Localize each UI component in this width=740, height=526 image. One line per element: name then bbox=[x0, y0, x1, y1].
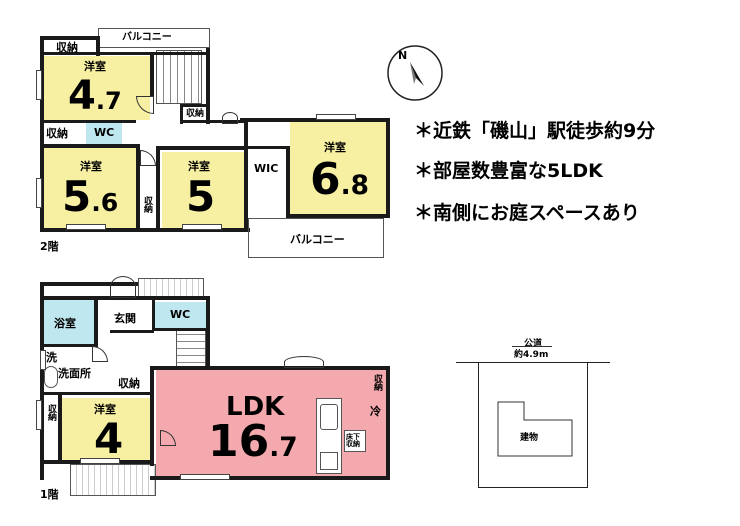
underfloor-storage bbox=[344, 430, 366, 452]
compass-icon bbox=[387, 45, 443, 101]
room-4 bbox=[62, 398, 150, 460]
note-1: ＊近鉄「磯山」駅徒歩約9分 bbox=[414, 120, 656, 142]
washbasin bbox=[44, 366, 58, 388]
sink bbox=[320, 404, 338, 430]
underfloor-label: 床下 収納 bbox=[346, 433, 360, 448]
wash-char: 洗 bbox=[46, 351, 57, 364]
lot-boundary bbox=[478, 362, 588, 488]
road-width: 約4.9m bbox=[514, 350, 549, 360]
road-label: 公道 bbox=[524, 339, 543, 349]
washroom-label: 洗面所 bbox=[58, 367, 91, 380]
storage-right-1f-label: 収納 bbox=[372, 374, 382, 390]
wc-1f bbox=[154, 302, 206, 328]
balcony-top-label: バルコニー bbox=[122, 32, 172, 43]
wc-1f-label: WC bbox=[170, 308, 191, 321]
entrance-label: 玄関 bbox=[114, 312, 136, 325]
ldk bbox=[156, 370, 386, 478]
room-4-7-label: 洋室 bbox=[84, 60, 106, 73]
fridge-label: 冷 bbox=[370, 405, 381, 418]
room-6-8-label: 洋室 bbox=[324, 141, 346, 154]
room-6-8-size: 6.8 bbox=[310, 154, 370, 205]
room-4-size: 4 bbox=[94, 414, 124, 463]
ldk-size: 16.7 bbox=[208, 416, 298, 467]
staircase-1f bbox=[176, 330, 206, 370]
ldk-label: LDK bbox=[226, 392, 285, 422]
room-6-8 bbox=[290, 122, 386, 216]
note-3: ＊南側にお庭スペースあり bbox=[414, 202, 640, 224]
stove bbox=[320, 452, 338, 470]
building-label: 建物 bbox=[520, 433, 539, 443]
bathroom-label: 浴室 bbox=[54, 317, 76, 330]
terrace bbox=[70, 464, 156, 496]
wic-label: WIC bbox=[254, 162, 279, 175]
floor1-label: 1階 bbox=[40, 488, 59, 501]
room-5-6-title: 洋室 bbox=[80, 160, 102, 173]
balcony-right bbox=[248, 218, 384, 258]
room-5 bbox=[162, 152, 244, 228]
road-dimension bbox=[512, 346, 552, 347]
room-4-label: 洋室 bbox=[94, 403, 116, 416]
storage-center-label: 収納 bbox=[118, 377, 140, 390]
balcony-right-label: バルコニー bbox=[290, 233, 345, 246]
building-footprint bbox=[497, 401, 573, 457]
compass: N bbox=[386, 44, 444, 102]
floor2-label: 2階 bbox=[40, 240, 59, 253]
room-5-label: 洋室 bbox=[188, 160, 210, 173]
bathroom bbox=[44, 300, 94, 344]
wc-2f bbox=[86, 122, 122, 144]
staircase-2f bbox=[156, 50, 202, 104]
room-4-7-size: 4.7 bbox=[68, 73, 122, 119]
compass-north: N bbox=[398, 49, 408, 62]
storage-mid-label: 収納 bbox=[186, 109, 205, 119]
note-2: ＊部屋数豊富な5LDK bbox=[414, 160, 603, 182]
storage-left-1f-label: 収納 bbox=[46, 404, 56, 420]
room-5-6 bbox=[42, 148, 138, 230]
storage-left-label: 収納 bbox=[46, 127, 68, 140]
storage-closet-label: 収納 bbox=[142, 196, 152, 212]
storage-top-label: 収納 bbox=[56, 41, 78, 54]
room-5-size: 5 bbox=[186, 172, 216, 221]
road-line bbox=[456, 362, 610, 363]
room-5-6-size: 5.6 bbox=[62, 172, 119, 221]
room-4-7 bbox=[42, 56, 150, 120]
wc-2f-label: WC bbox=[94, 126, 115, 139]
